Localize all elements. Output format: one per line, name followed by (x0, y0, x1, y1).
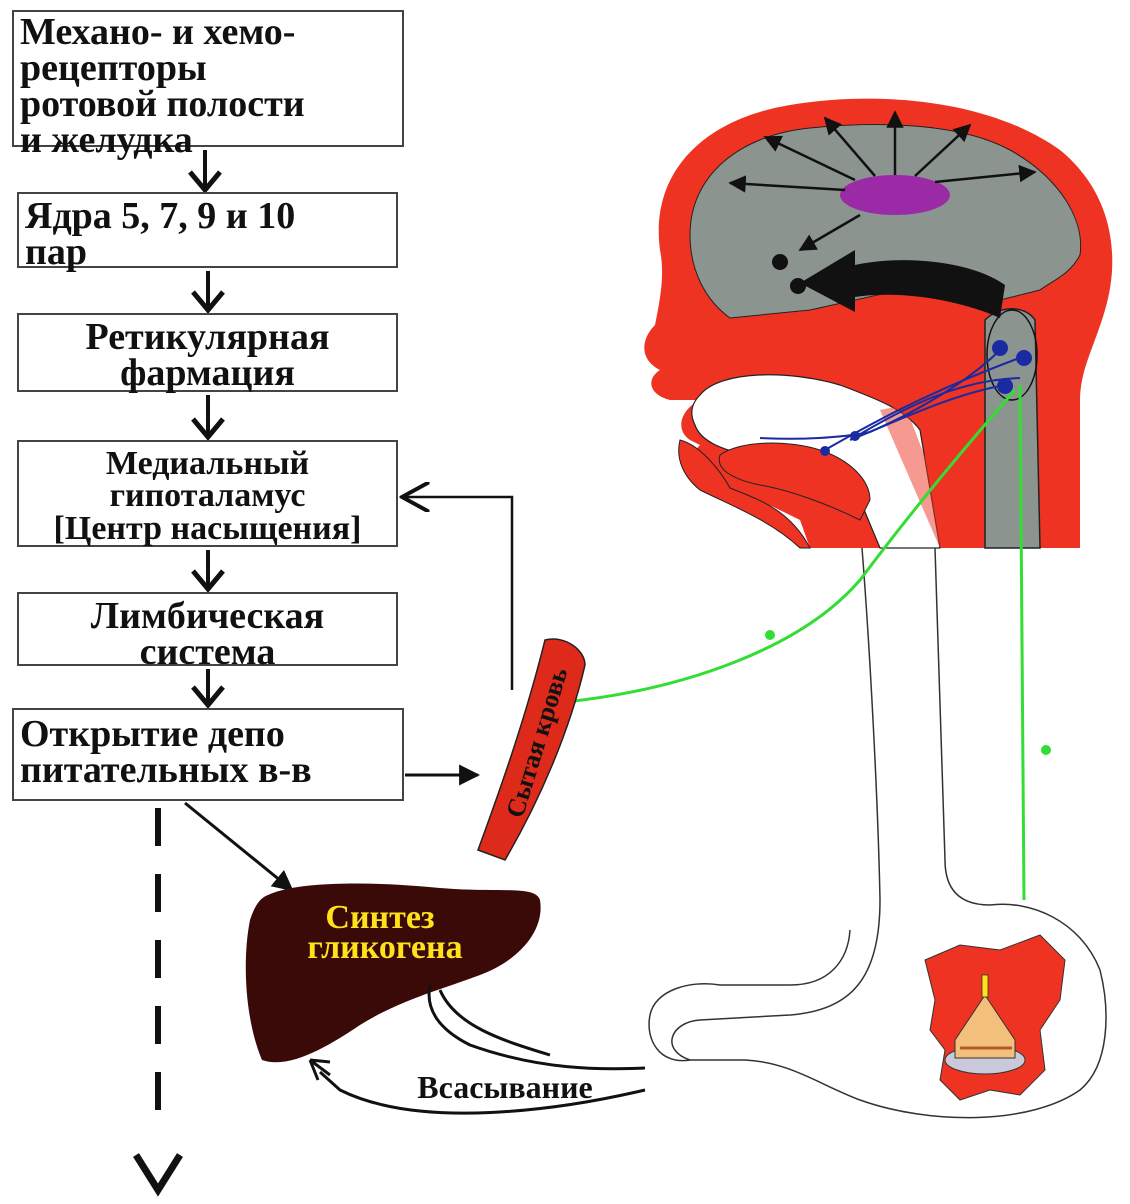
arrow-box2-box3 (193, 271, 223, 310)
box-line: [Центр насыщения] (19, 513, 396, 545)
stomach-food (925, 935, 1065, 1100)
nucleus-dot (772, 254, 788, 270)
box-mechanoreceptors: Механо- и хемо- рецепторы ротовой полост… (12, 10, 404, 147)
box-line: рецепторы (20, 50, 396, 86)
nucleus-dot (790, 278, 806, 294)
box-line: пар (25, 234, 390, 270)
box-line: гипоталамус (19, 480, 396, 512)
box-line: фармация (19, 355, 396, 391)
box-line: Механо- и хемо- (20, 14, 396, 50)
liver: Синтез гликогена Всасывание (246, 884, 645, 1114)
box-line: Открытие депо (20, 716, 396, 752)
arrow-blood-to-hypothalamus (402, 497, 512, 690)
arrow-box4-box5 (193, 550, 223, 589)
box-nutrient-depot: Открытие депо питательных в-в (12, 708, 404, 801)
box-line: питательных в-в (20, 752, 396, 788)
satiety-center (840, 175, 950, 215)
esophagus-left (672, 548, 1106, 1118)
arrow-depot-to-liver (185, 803, 292, 890)
duodenum (649, 930, 850, 1061)
box-hypothalamus: Медиальный гипоталамус [Центр насыщения] (17, 440, 398, 547)
dashed-down-arrow (136, 808, 180, 1190)
arrow-box3-box4 (193, 395, 223, 437)
box-line: Медиальный (19, 448, 396, 480)
box-line: ротовой полости (20, 86, 396, 122)
box-line: Ядра 5, 7, 9 и 10 (25, 198, 390, 234)
candle (982, 975, 988, 997)
vagus-markers (765, 630, 1051, 755)
box-line: и желудка (20, 122, 396, 158)
head (644, 99, 1112, 548)
box-line: система (19, 634, 396, 670)
box-line: Лимбическая (19, 598, 396, 634)
liver-label-line2: гликогена (307, 929, 462, 966)
box-cranial-nuclei: Ядра 5, 7, 9 и 10 пар (17, 192, 398, 268)
box-line: Ретикулярная (19, 319, 396, 355)
blood-vessel: Сытая кровь (478, 639, 585, 860)
arrow-box5-box6 (193, 669, 223, 705)
absorption-label: Всасывание (417, 1069, 592, 1105)
box-reticular-formation: Ретикулярная фармация (17, 313, 398, 392)
box-limbic-system: Лимбическая система (17, 592, 398, 666)
